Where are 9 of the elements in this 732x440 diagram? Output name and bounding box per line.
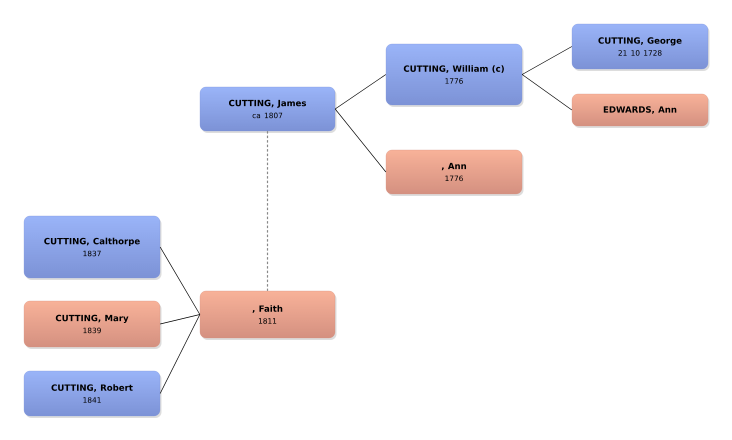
connector-line (160, 314, 200, 394)
connector-line (522, 46, 572, 75)
connector-line (266, 131, 268, 291)
connector-line (334, 74, 386, 110)
connector-line (160, 246, 200, 315)
connector-line (160, 314, 200, 324)
connector-line (334, 108, 386, 172)
person-box: EDWARDS, Ann (572, 94, 708, 126)
connector-line (522, 74, 572, 110)
